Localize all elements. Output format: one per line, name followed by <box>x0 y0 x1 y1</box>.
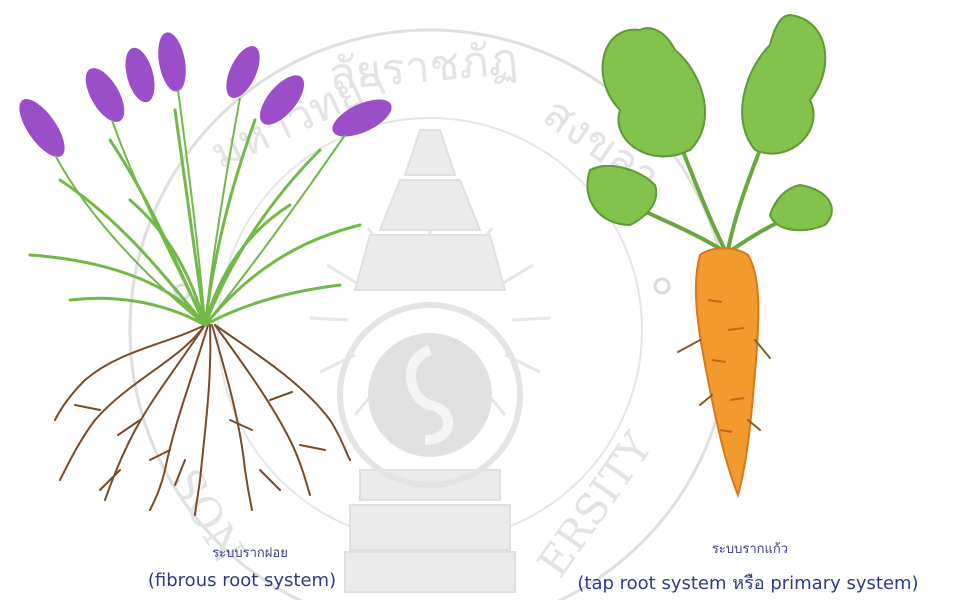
seal-text-bottom-right: ERSITY <box>528 423 663 586</box>
tap-root-caption-thai: ระบบรากแก้ว <box>665 538 835 559</box>
fibrous-root-caption-thai: ระบบรากฝอย <box>165 542 335 563</box>
carrot-taproot <box>696 248 759 495</box>
tap-root-caption-english: (tap root system หรือ primary system) <box>548 568 948 597</box>
fibrous-root-caption-english: (fibrous root system) <box>102 570 382 591</box>
seal-text-top-2: ลัยราชภัฏ <box>327 34 520 101</box>
tap-root-carrot-illustration <box>587 15 831 495</box>
carrot-leaves <box>587 15 831 230</box>
